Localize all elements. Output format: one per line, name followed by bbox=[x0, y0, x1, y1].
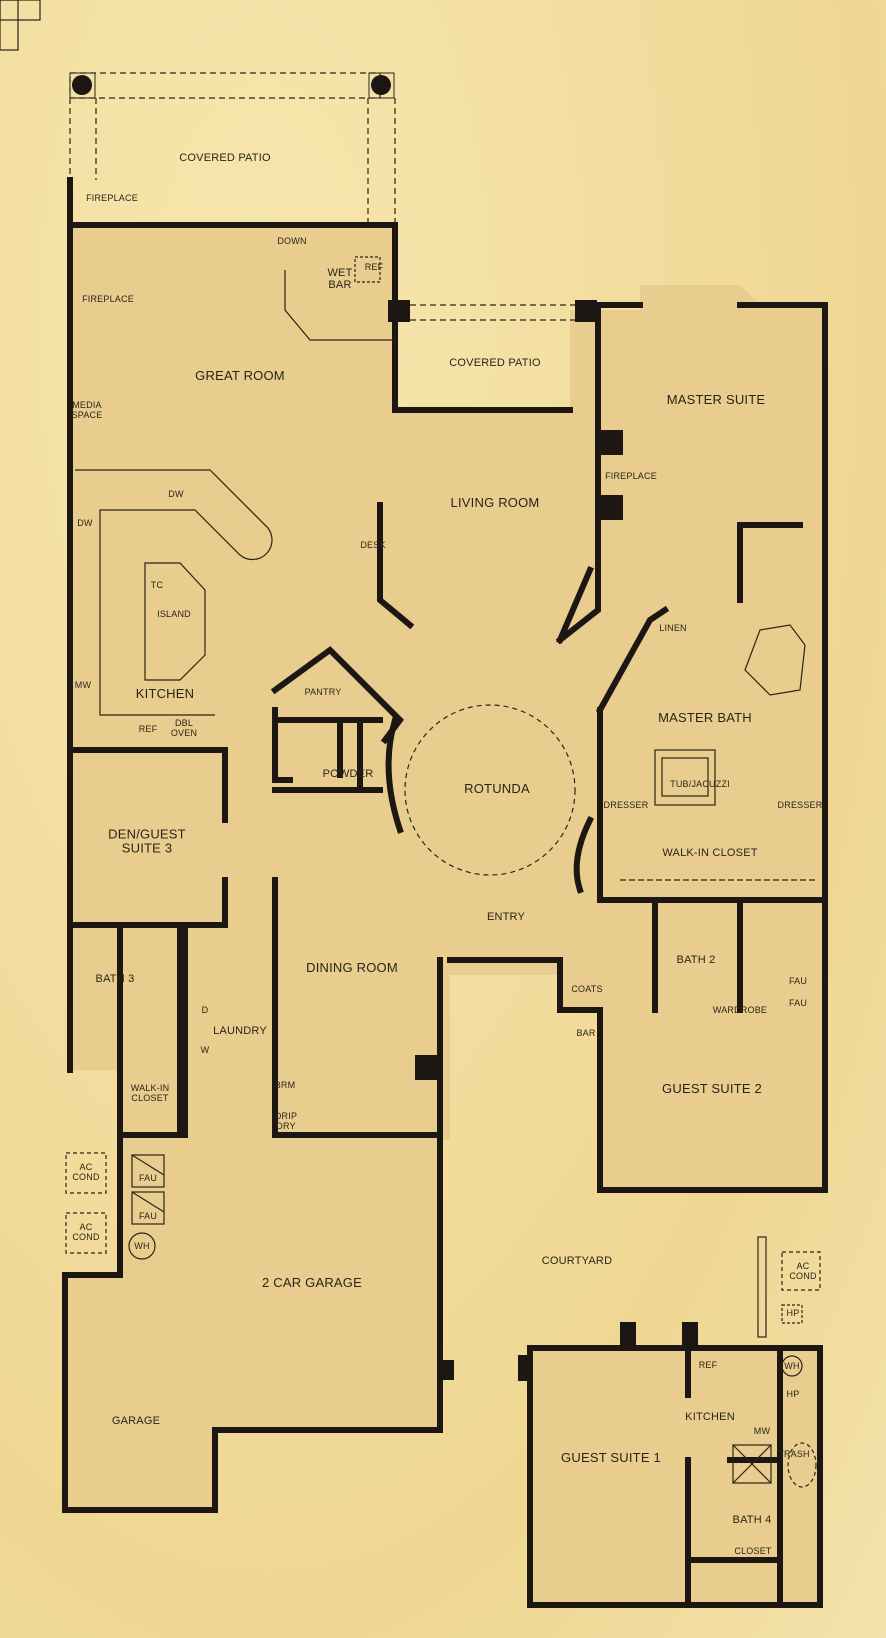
label-living-room: LIVING ROOM bbox=[450, 494, 540, 510]
label-wh-casita: WH bbox=[784, 1361, 800, 1372]
patio-columns bbox=[69, 72, 395, 99]
label-wh-garage: WH bbox=[134, 1241, 150, 1252]
label-fau-3: FAU bbox=[138, 1173, 158, 1184]
label-trash: TRASH bbox=[778, 1449, 810, 1460]
rotunda-outline bbox=[404, 704, 576, 876]
label-dw-2: DW bbox=[77, 518, 93, 529]
label-kitchen: KITCHEN bbox=[135, 685, 195, 701]
label-mw-casita: MW bbox=[753, 1426, 771, 1437]
label-fau-2: FAU bbox=[788, 998, 808, 1009]
label-desk: DESK bbox=[360, 540, 386, 551]
label-dresser-left: DRESSER bbox=[603, 800, 649, 811]
label-ac-cond-2: AC COND bbox=[72, 1222, 100, 1242]
label-mw-kitchen: MW bbox=[74, 680, 92, 691]
label-tc: TC bbox=[150, 580, 164, 591]
label-ref-wetbar: REF bbox=[364, 262, 384, 273]
label-fau-1: FAU bbox=[788, 976, 808, 987]
label-brm: BRM bbox=[274, 1080, 296, 1091]
label-hp-2: HP bbox=[786, 1389, 800, 1400]
label-bar: BAR bbox=[576, 1028, 596, 1039]
label-hp-1: HP bbox=[786, 1308, 800, 1319]
label-dbl-oven: DBL OVEN bbox=[170, 718, 198, 738]
label-covered-patio-mid: COVERED PATIO bbox=[449, 356, 541, 369]
label-rotunda: ROTUNDA bbox=[464, 780, 530, 796]
label-fireplace-patio: FIREPLACE bbox=[86, 193, 138, 204]
label-pantry: PANTRY bbox=[304, 687, 342, 698]
label-fireplace-great: FIREPLACE bbox=[82, 294, 134, 305]
label-walk-in-closet-master: WALK-IN CLOSET bbox=[662, 846, 758, 859]
label-ref-kitchen: REF bbox=[138, 724, 158, 735]
label-drip-dry: DRIP DRY bbox=[274, 1111, 298, 1131]
label-ref-casita: REF bbox=[698, 1360, 718, 1371]
label-fireplace-master: FIREPLACE bbox=[605, 471, 657, 482]
label-master-bath: MASTER BATH bbox=[658, 709, 752, 725]
label-2-car-garage: 2 CAR GARAGE bbox=[262, 1274, 362, 1290]
label-walk-in-closet-3: WALK-IN CLOSET bbox=[130, 1083, 170, 1103]
label-dining-room: DINING ROOM bbox=[306, 959, 398, 975]
wall-blocks bbox=[388, 300, 698, 1381]
label-powder: POWDER bbox=[322, 767, 374, 780]
label-kitchen-casita: KITCHEN bbox=[685, 1410, 735, 1423]
label-ac-cond-1: AC COND bbox=[72, 1162, 100, 1182]
room-fills bbox=[65, 225, 825, 1605]
label-laundry: LAUNDRY bbox=[213, 1024, 267, 1037]
label-bath-3: BATH 3 bbox=[95, 972, 135, 985]
walls bbox=[62, 177, 828, 1608]
label-tub-jacuzzi: TUB/JACUZZI bbox=[670, 779, 730, 790]
label-wet-bar: WET BAR bbox=[327, 266, 353, 291]
label-ac-cond-3: AC COND bbox=[789, 1261, 817, 1281]
garage-mechanical bbox=[65, 1152, 821, 1338]
label-d: D bbox=[201, 1005, 209, 1016]
wet-bar-counter bbox=[284, 256, 395, 341]
label-island: ISLAND bbox=[157, 609, 191, 620]
label-den-guest-suite-3: DEN/GUEST SUITE 3 bbox=[108, 826, 186, 856]
label-guest-suite-1: GUEST SUITE 1 bbox=[561, 1449, 661, 1465]
label-dresser-right: DRESSER bbox=[777, 800, 823, 811]
master-bath-fixtures bbox=[620, 624, 815, 881]
label-entry: ENTRY bbox=[486, 910, 526, 923]
label-guest-suite-2: GUEST SUITE 2 bbox=[662, 1080, 762, 1096]
label-bath-4: BATH 4 bbox=[732, 1513, 772, 1526]
label-garage: GARAGE bbox=[111, 1414, 161, 1427]
label-linen: LINEN bbox=[659, 623, 687, 634]
kitchen-counters bbox=[0, 0, 273, 716]
label-courtyard: COURTYARD bbox=[541, 1254, 613, 1267]
label-closet-casita: CLOSET bbox=[734, 1546, 772, 1557]
label-wardrobe: WARDROBE bbox=[712, 1005, 768, 1016]
label-dw-1: DW bbox=[168, 489, 184, 500]
label-fau-4: FAU bbox=[138, 1211, 158, 1222]
casita-fixtures bbox=[732, 1355, 817, 1488]
label-bath-2: BATH 2 bbox=[676, 953, 716, 966]
label-down: DOWN bbox=[277, 236, 307, 247]
label-media-space: MEDIA SPACE bbox=[71, 400, 103, 420]
label-great-room: GREAT ROOM bbox=[195, 367, 285, 383]
label-w: W bbox=[200, 1045, 210, 1056]
label-covered-patio-top: COVERED PATIO bbox=[179, 151, 271, 164]
label-master-suite: MASTER SUITE bbox=[666, 391, 766, 407]
label-coats: COATS bbox=[571, 984, 603, 995]
